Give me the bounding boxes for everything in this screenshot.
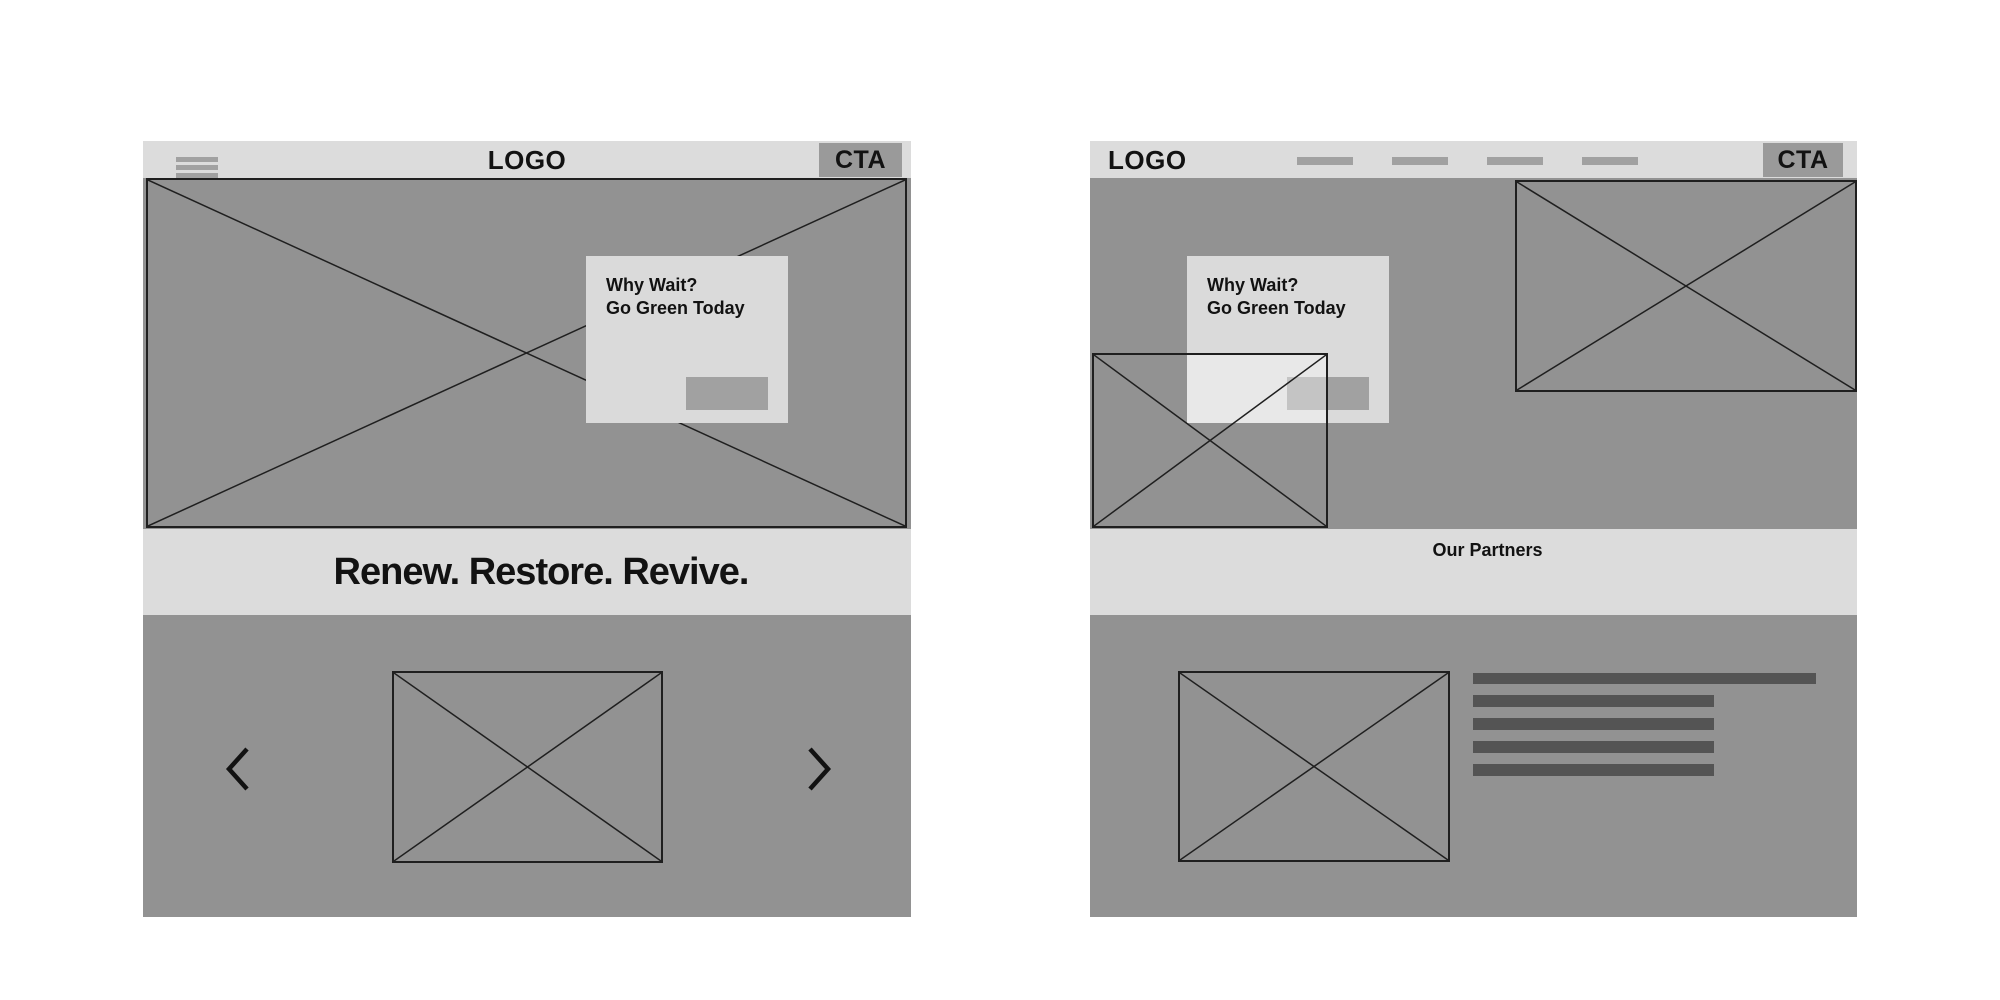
promo-card-button[interactable] — [1287, 377, 1369, 410]
carousel-image-placeholder — [392, 671, 663, 863]
promo-card: Why Wait? Go Green Today — [1187, 256, 1389, 423]
text-line-placeholder — [1473, 673, 1816, 684]
tagline-text: Renew. Restore. Revive. — [333, 550, 750, 593]
image-x-icon — [1517, 182, 1855, 390]
text-line-placeholders — [1473, 673, 1816, 776]
site-header: LOGO CTA — [1090, 141, 1857, 178]
image-x-icon — [394, 673, 661, 861]
nav-link-placeholder[interactable] — [1297, 157, 1353, 165]
site-header: LOGO CTA — [143, 141, 911, 178]
hamburger-menu-icon[interactable] — [176, 157, 218, 178]
text-line-placeholder — [1473, 741, 1714, 753]
chevron-left-icon[interactable] — [225, 746, 251, 792]
top-right-image-placeholder — [1515, 180, 1857, 392]
overlapping-image-placeholder — [1092, 353, 1328, 528]
carousel-section — [143, 615, 911, 917]
hero-image-placeholder — [146, 178, 907, 528]
promo-heading-line2: Go Green Today — [1207, 298, 1346, 318]
promo-card-button[interactable] — [686, 377, 768, 410]
tagline-banner: Renew. Restore. Revive. — [143, 529, 911, 615]
nav-links — [1297, 157, 1638, 165]
nav-link-placeholder[interactable] — [1582, 157, 1638, 165]
text-line-placeholder — [1473, 764, 1714, 776]
image-x-icon — [1180, 673, 1448, 860]
logo-text: LOGO — [1108, 145, 1187, 175]
placeholder-card-overlap — [1187, 353, 1328, 423]
hero-section: Why Wait? Go Green Today — [1090, 178, 1857, 529]
chevron-right-icon[interactable] — [806, 746, 832, 792]
text-line-placeholder — [1473, 695, 1714, 707]
promo-card: Why Wait? Go Green Today — [586, 256, 788, 423]
image-x-icon — [148, 180, 905, 526]
cta-button[interactable]: CTA — [819, 143, 902, 177]
hero-section: Why Wait? Go Green Today — [143, 178, 911, 529]
logo-text: LOGO — [487, 145, 567, 175]
partners-title: Our Partners — [1432, 540, 1543, 560]
partners-banner: Our Partners — [1090, 529, 1857, 615]
image-x-icon — [1094, 355, 1326, 526]
nav-link-placeholder[interactable] — [1487, 157, 1543, 165]
content-image-placeholder — [1178, 671, 1450, 862]
promo-heading-line1: Why Wait? — [1207, 275, 1299, 295]
wireframe-page-left: LOGO CTA Why Wait? Go Green Today Renew.… — [143, 141, 911, 917]
nav-link-placeholder[interactable] — [1392, 157, 1448, 165]
promo-heading-line2: Go Green Today — [606, 298, 745, 318]
cta-button[interactable]: CTA — [1763, 143, 1843, 177]
content-section — [1090, 615, 1857, 917]
promo-heading-line1: Why Wait? — [606, 275, 698, 295]
wireframe-page-right: LOGO CTA Why Wait? Go Green Today — [1090, 141, 1857, 917]
text-line-placeholder — [1473, 718, 1714, 730]
